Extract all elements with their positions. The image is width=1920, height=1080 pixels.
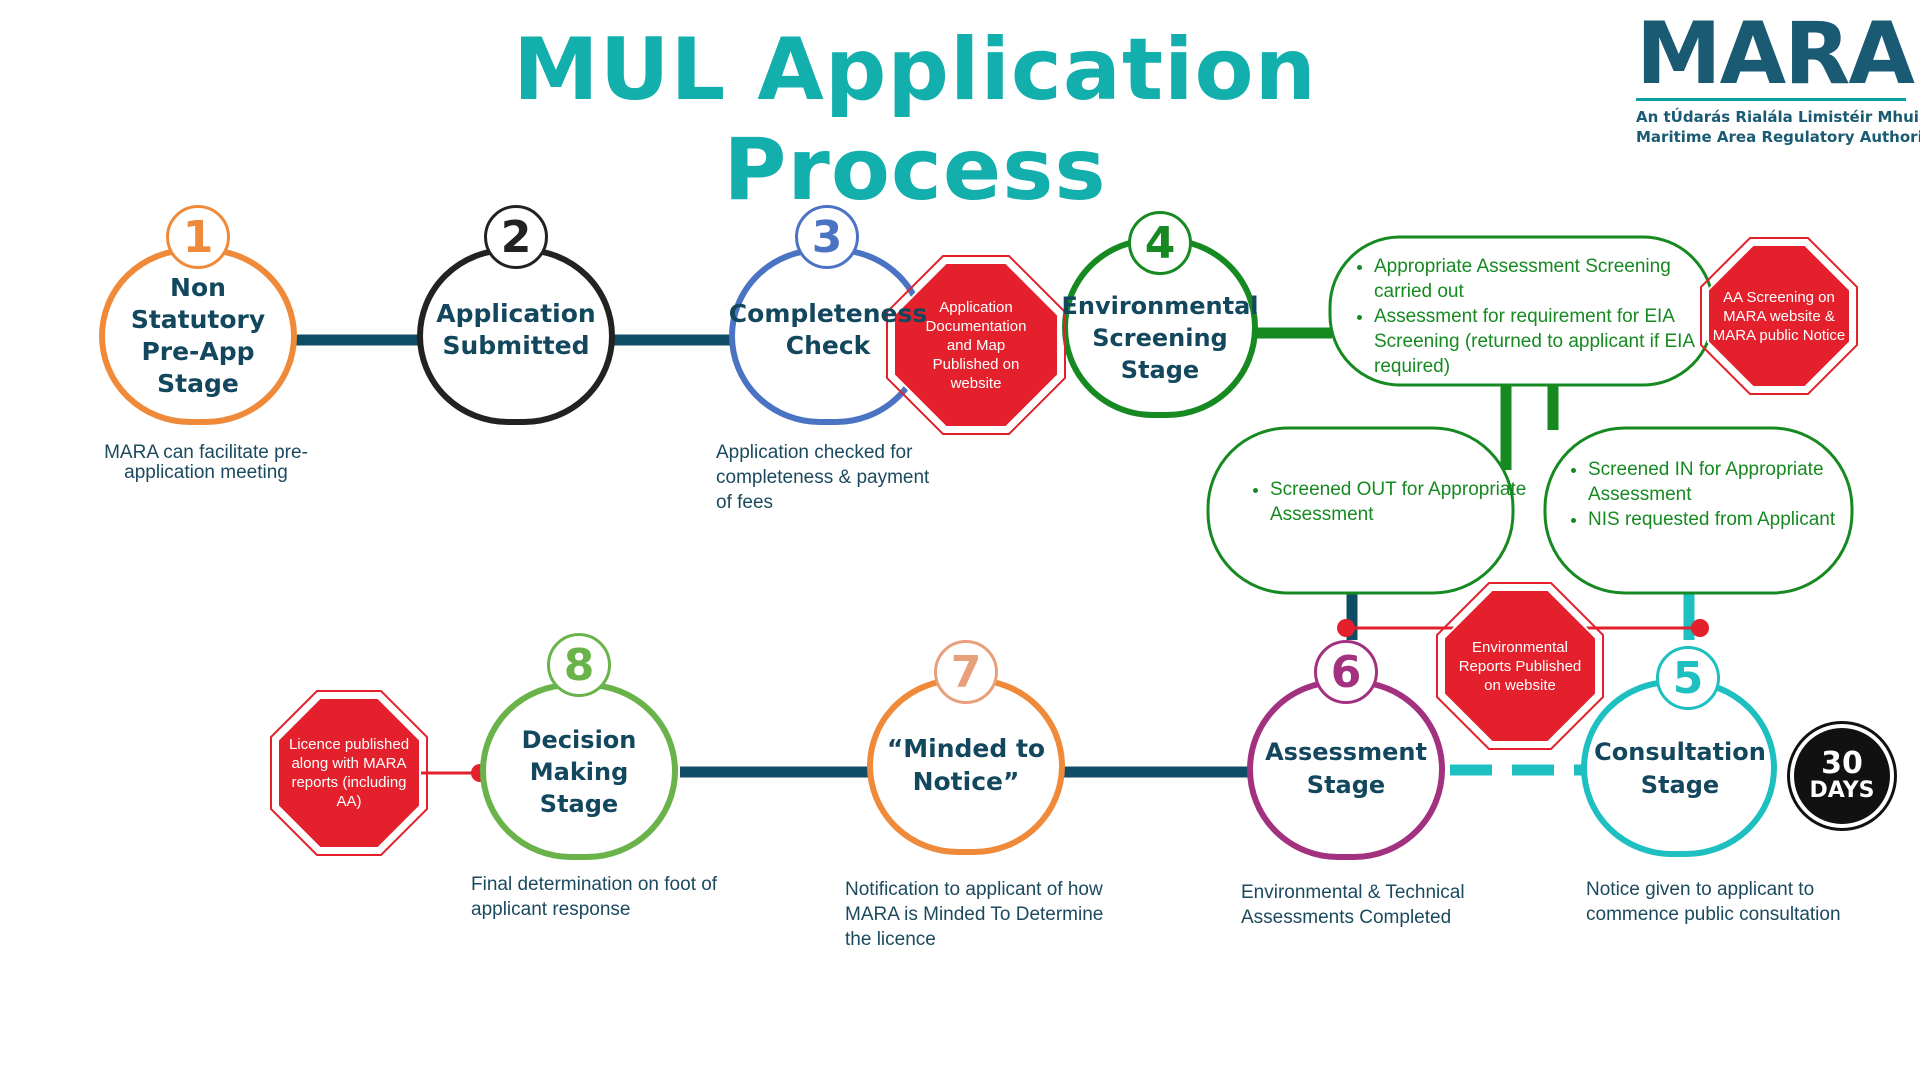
screened-out-box-shape bbox=[1206, 426, 1515, 595]
stage-7-description: Notification to applicant of how MARA is… bbox=[845, 879, 1104, 950]
logo-divider bbox=[1636, 98, 1906, 101]
stop-sign-shape-aa bbox=[1707, 244, 1851, 388]
stop-rim-aa bbox=[1700, 237, 1858, 395]
stop-rim-docs bbox=[886, 255, 1066, 435]
stage-6-number: 6 bbox=[1314, 640, 1378, 704]
stage-2-number: 2 bbox=[484, 205, 548, 269]
stage-7-label: “Minded to Notice” bbox=[886, 734, 1046, 796]
stage-2-label: Application Submitted bbox=[436, 299, 596, 360]
stage-8-description: Final determination on foot of applicant… bbox=[471, 874, 718, 920]
stage-5-label: Consultation Stage bbox=[1594, 738, 1766, 799]
screened-in-item: Screened IN for Appropriate Assessment bbox=[1588, 457, 1868, 507]
screening-item: Appropriate Assessment Screening carried… bbox=[1374, 254, 1714, 304]
stage-shapes bbox=[99, 237, 1777, 860]
screening-box: Appropriate Assessment Screening carried… bbox=[1352, 254, 1714, 379]
stop-rim-reports bbox=[1436, 582, 1604, 750]
mara-logo: MARA An tÚdarás Rialála Limistéir Mhuirí… bbox=[1636, 4, 1920, 147]
stop-sign-shape-licence bbox=[277, 697, 421, 849]
stop-sign-aa-screening: AA Screening on MARA website & MARA publ… bbox=[1712, 288, 1846, 344]
page-title: MUL Application Process bbox=[513, 20, 1317, 220]
stop-sign-env-reports: Environmental Reports Published on websi… bbox=[1458, 638, 1582, 694]
green-boxes bbox=[1206, 235, 1854, 595]
logo-english-name: Maritime Area Regulatory Authority bbox=[1636, 128, 1920, 146]
stage-8-number: 8 bbox=[547, 633, 611, 697]
stage-1-label: Non Statutory Pre-App Stage bbox=[130, 273, 266, 398]
red-dot-5 bbox=[1691, 619, 1709, 637]
screened-in-box: Screened IN for Appropriate Assessment N… bbox=[1566, 457, 1868, 532]
stop-rim-licence bbox=[270, 690, 428, 856]
stage-3-description: Application checked for completeness & p… bbox=[716, 442, 930, 513]
stage-1-description: MARA can facilitate pre-application meet… bbox=[104, 442, 308, 483]
stage-6-description: Environmental & Technical Assessments Co… bbox=[1241, 882, 1465, 928]
stage-8-label: Decision Making Stage bbox=[521, 726, 637, 818]
screened-out-box: Screened OUT for Appropriate Assessment bbox=[1248, 477, 1530, 527]
stop-sign-shape-reports bbox=[1443, 589, 1597, 743]
screened-in-item: NIS requested from Applicant bbox=[1588, 507, 1868, 532]
screened-out-item: Screened OUT for Appropriate Assessment bbox=[1270, 477, 1530, 527]
stage-6-label: Assessment Stage bbox=[1265, 738, 1427, 799]
stop-sign-licence-published: Licence published along with MARA report… bbox=[288, 736, 410, 810]
badge-number: 30 bbox=[1821, 746, 1863, 781]
stop-sign-shape-docs bbox=[893, 262, 1059, 428]
badge-unit: DAYS bbox=[1809, 778, 1875, 803]
logo-wordmark: MARA bbox=[1636, 4, 1915, 104]
stage-5-number: 5 bbox=[1656, 646, 1720, 710]
connectors bbox=[295, 334, 1358, 778]
stage-4-number: 4 bbox=[1128, 211, 1192, 275]
logo-irish-name: An tÚdarás Rialála Limistéir Mhuirí bbox=[1636, 108, 1920, 126]
stop-sign-docs-published: Application Documentation and Map Publis… bbox=[925, 298, 1027, 392]
stop-sign-shapes bbox=[277, 244, 1851, 849]
stage-3-label: Completeness Check bbox=[728, 299, 928, 360]
green-connectors bbox=[1254, 327, 1559, 470]
stop-sign-rims bbox=[270, 237, 1858, 856]
red-dot-6 bbox=[1337, 619, 1355, 637]
screening-item: Assessment for requirement for EIA Scree… bbox=[1374, 304, 1714, 379]
screened-in-box-shape bbox=[1543, 426, 1854, 595]
stage-5-description: Notice given to applicant to commence pu… bbox=[1586, 879, 1841, 925]
stage-7-number: 7 bbox=[934, 640, 998, 704]
stage-1-number: 1 bbox=[166, 205, 230, 269]
stage-4-label: Environmental Screening Stage bbox=[1061, 292, 1259, 384]
thirty-days-badge: 30 DAYS bbox=[1790, 724, 1894, 828]
stage-3-number: 3 bbox=[795, 205, 859, 269]
